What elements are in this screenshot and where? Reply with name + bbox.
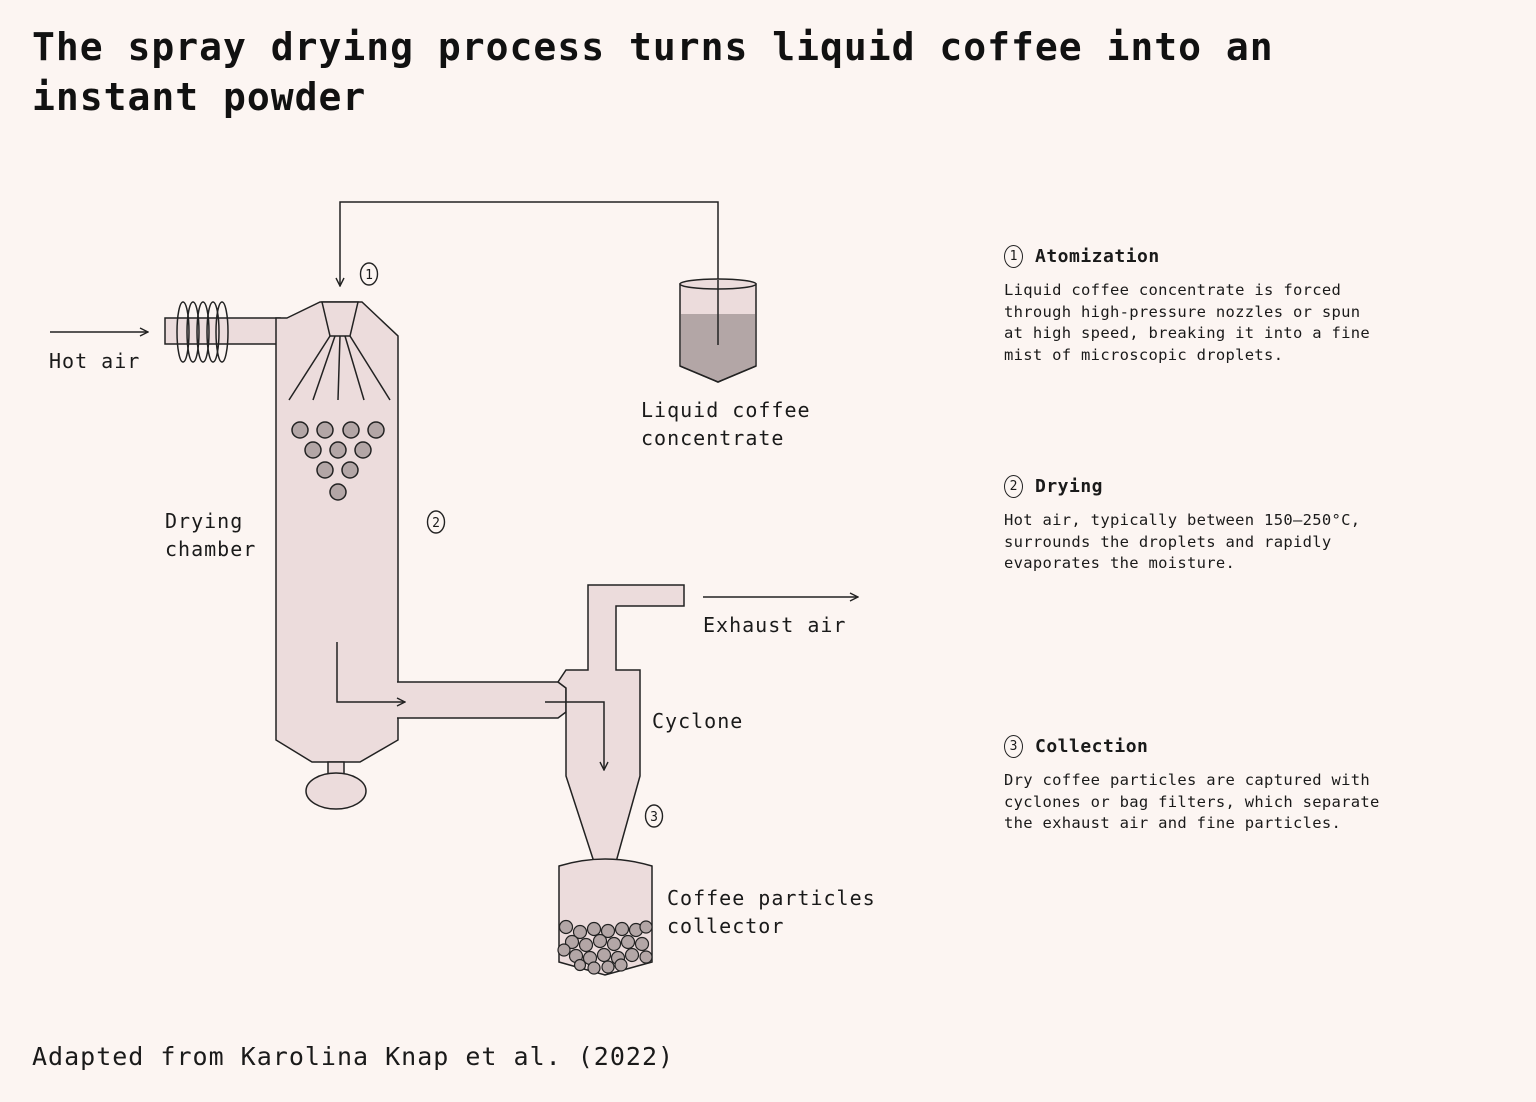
collector-label-line1: Coffee particles [667, 886, 876, 910]
svg-text:1: 1 [365, 268, 373, 283]
feed-line [340, 201, 719, 345]
collector-label-line2: collector [667, 914, 784, 938]
liquid-concentrate-label-line2: concentrate [641, 426, 784, 450]
step-number-badge: 2 [1004, 475, 1023, 498]
drying-chamber-label-line2: chamber [165, 537, 256, 561]
exhaust-air-label: Exhaust air [703, 613, 846, 637]
step-marker-3: 3 [644, 804, 664, 828]
heater-coil [176, 301, 229, 363]
liquid-concentrate-container [679, 278, 757, 383]
step-description: Dry coffee particles are captured with c… [1004, 771, 1380, 833]
hot-air-label: Hot air [49, 349, 140, 373]
step-description: Hot air, typically between 150–250°C, su… [1004, 511, 1361, 573]
step-number-badge: 3 [1004, 735, 1023, 758]
step-title: Drying [1035, 476, 1104, 497]
spray-lines [288, 335, 391, 401]
liquid-concentrate-label-line1: Liquid coffee [641, 398, 811, 422]
step-description: Liquid coffee concentrate is forced thro… [1004, 281, 1371, 364]
chamber-outlet-valve [305, 772, 367, 810]
connecting-duct [397, 681, 567, 719]
cyclone-flow-arrow [545, 701, 604, 770]
step-drying: 2 Drying Hot air, typically between 150–… [1004, 475, 1384, 575]
step-collection: 3 Collection Dry coffee particles are ca… [1004, 735, 1384, 835]
step-title: Atomization [1035, 246, 1160, 267]
svg-text:3: 3 [650, 810, 658, 825]
source-citation: Adapted from Karolina Knap et al. (2022) [32, 1042, 675, 1071]
step-marker-1: 1 [359, 262, 379, 286]
step-title: Collection [1035, 736, 1149, 757]
droplets [291, 421, 385, 501]
step-number-badge: 1 [1004, 245, 1023, 268]
page-title: The spray drying process turns liquid co… [32, 25, 1274, 119]
cyclone-label: Cyclone [652, 709, 743, 733]
step-marker-2: 2 [426, 510, 446, 534]
coffee-particles-collector [557, 858, 653, 976]
drying-chamber-label-line1: Drying [165, 509, 243, 533]
flow-arrow [336, 642, 405, 702]
step-atomization: 1 Atomization Liquid coffee concentrate … [1004, 245, 1384, 366]
svg-text:2: 2 [432, 516, 440, 531]
air-inlet-duct [164, 317, 281, 345]
